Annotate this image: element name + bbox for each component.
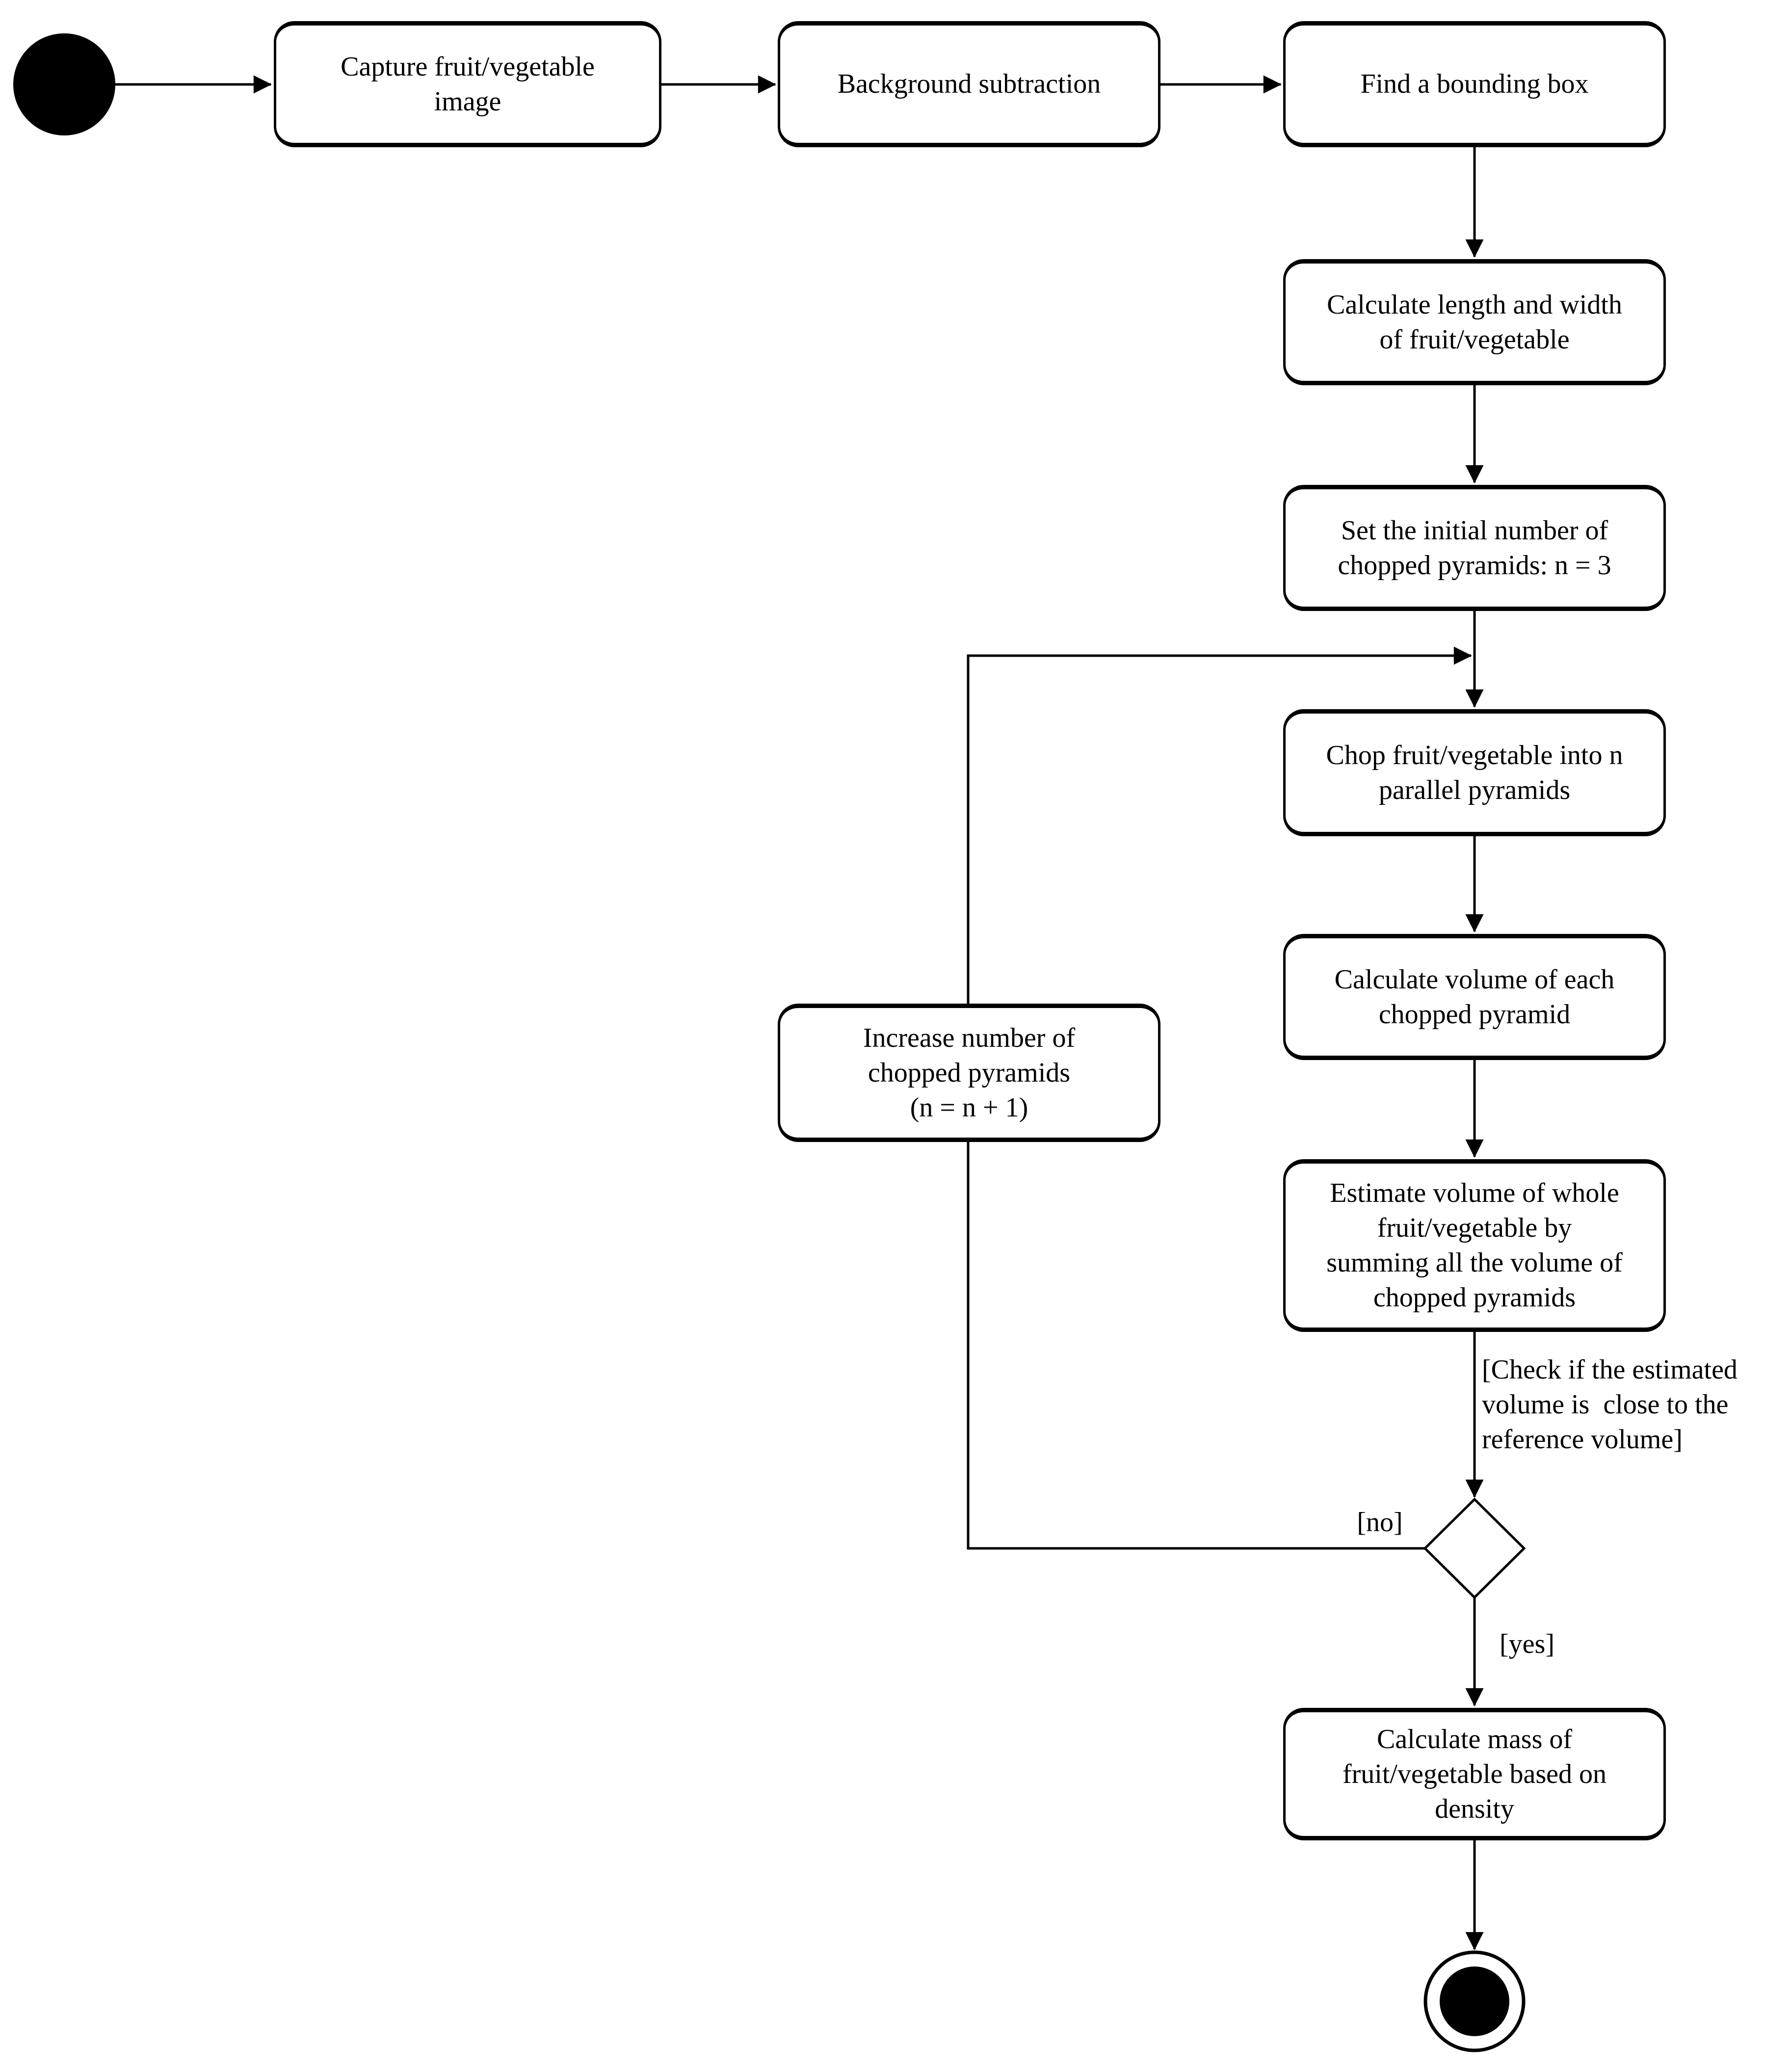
end-node-inner-dot bbox=[1440, 1966, 1509, 2036]
decision-condition-note: [Check if the estimated volume is close … bbox=[1482, 1355, 1738, 1455]
activity-find-bounding-box-label: Find a bounding box bbox=[1360, 69, 1589, 99]
activity-set-initial-number: Set the initial number of chopped pyrami… bbox=[1283, 485, 1666, 611]
activity-calculate-volume-each: Calculate volume of each chopped pyramid bbox=[1283, 934, 1666, 1060]
activity-chop-into-pyramids-label: Chop fruit/vegetable into n parallel pyr… bbox=[1326, 740, 1623, 805]
activity-find-bounding-box: Find a bounding box bbox=[1283, 21, 1666, 147]
activity-background-subtraction-label: Background subtraction bbox=[837, 69, 1101, 99]
activity-capture-image: Capture fruit/vegetable image bbox=[274, 21, 661, 147]
guard-label-no: [no] bbox=[1357, 1507, 1403, 1538]
start-node bbox=[13, 33, 115, 135]
activity-chop-into-pyramids: Chop fruit/vegetable into n parallel pyr… bbox=[1283, 709, 1666, 836]
activity-calculate-length-width: Calculate length and width of fruit/vege… bbox=[1283, 259, 1666, 385]
activity-background-subtraction: Background subtraction bbox=[778, 21, 1160, 147]
activity-calculate-length-width-label: Calculate length and width of fruit/vege… bbox=[1327, 289, 1622, 355]
activity-increase-number-label: Increase number of chopped pyramids (n =… bbox=[863, 1022, 1076, 1123]
end-node bbox=[1423, 1950, 1526, 2052]
activity-increase-number: Increase number of chopped pyramids (n =… bbox=[778, 1004, 1160, 1142]
guard-label-yes: [yes] bbox=[1500, 1629, 1554, 1659]
activity-capture-image-label: Capture fruit/vegetable image bbox=[341, 51, 595, 117]
activity-calculate-volume-each-label: Calculate volume of each chopped pyramid bbox=[1334, 964, 1615, 1030]
activity-estimate-whole-volume-label: Estimate volume of whole fruit/vegetable… bbox=[1326, 1178, 1623, 1313]
activity-estimate-whole-volume: Estimate volume of whole fruit/vegetable… bbox=[1283, 1159, 1666, 1332]
decision-diamond bbox=[1423, 1497, 1526, 1599]
activity-calculate-mass: Calculate mass of fruit/vegetable based … bbox=[1283, 1708, 1666, 1840]
activity-calculate-mass-label: Calculate mass of fruit/vegetable based … bbox=[1342, 1724, 1607, 1824]
activity-set-initial-number-label: Set the initial number of chopped pyrami… bbox=[1338, 515, 1611, 581]
